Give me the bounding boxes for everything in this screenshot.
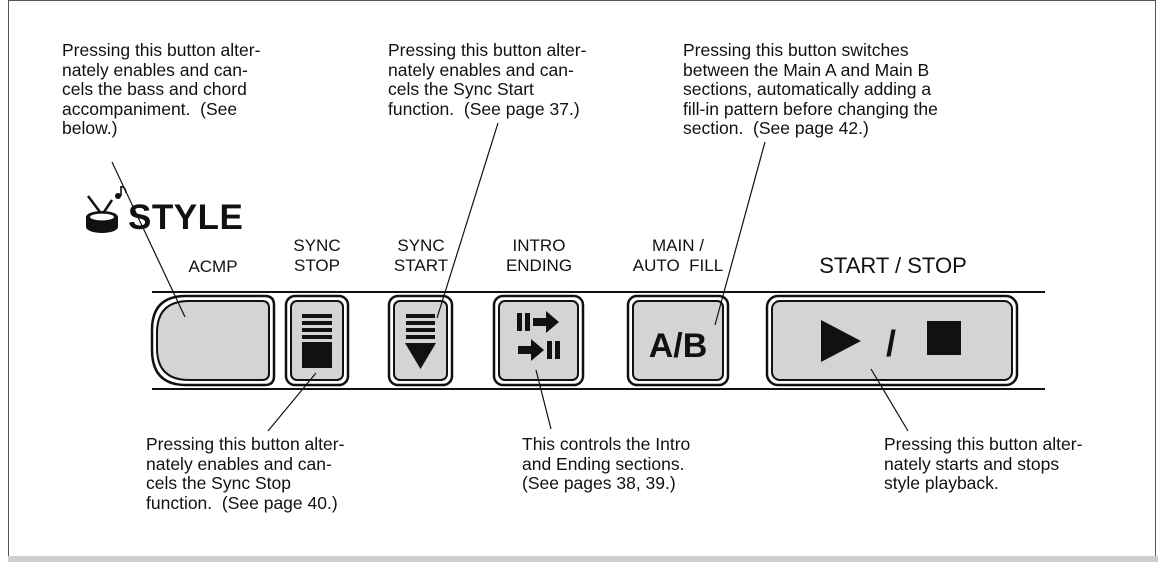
sync-start-button[interactable] [387,294,454,387]
annotation-acmp: Pressing this button alter- nately enabl… [62,40,261,138]
sync-stop-button[interactable] [284,294,350,387]
intro-ending-button[interactable] [492,294,585,387]
label-sync-start: SYNC START [393,236,449,275]
style-title: STYLE [128,198,244,237]
start-stop-button[interactable]: / [765,294,1019,387]
annotation-sync-start: Pressing this button alter- nately enabl… [388,40,587,119]
acmp-button[interactable] [150,294,276,387]
leader-lines [111,122,909,432]
intro-ending-arrows-icon [517,311,560,361]
drum-icon [86,186,127,233]
ab-icon-text: A/B [649,327,708,365]
label-sync-stop: SYNC STOP [293,236,341,275]
leader-sync-stop [267,372,317,432]
annotation-main-ab: Pressing this button switches between th… [683,40,938,138]
sync-start-icon [405,314,436,369]
leader-sync-start [436,122,499,319]
frame-shadow [8,556,1158,562]
label-start-stop: START / STOP [819,253,967,278]
leader-intro-ending [535,369,552,430]
play-icon [821,320,861,362]
label-main-auto-fill: MAIN / AUTO FILL [632,236,724,275]
annotation-intro-ending: This controls the Intro and Ending secti… [522,434,691,493]
leader-main-ab [714,141,766,326]
play-stop-separator: / [886,323,896,364]
annotation-sync-stop: Pressing this button alter- nately enabl… [146,434,345,513]
annotation-start-stop: Pressing this button alter- nately start… [884,434,1083,493]
sync-stop-icon [302,314,332,368]
label-intro-ending: INTRO ENDING [505,236,573,275]
leader-start-stop [870,368,909,432]
label-acmp: ACMP [188,257,238,276]
stop-icon [927,321,961,355]
main-auto-fill-button[interactable]: A/B [626,294,730,387]
play-stop-icon: / [821,320,961,364]
